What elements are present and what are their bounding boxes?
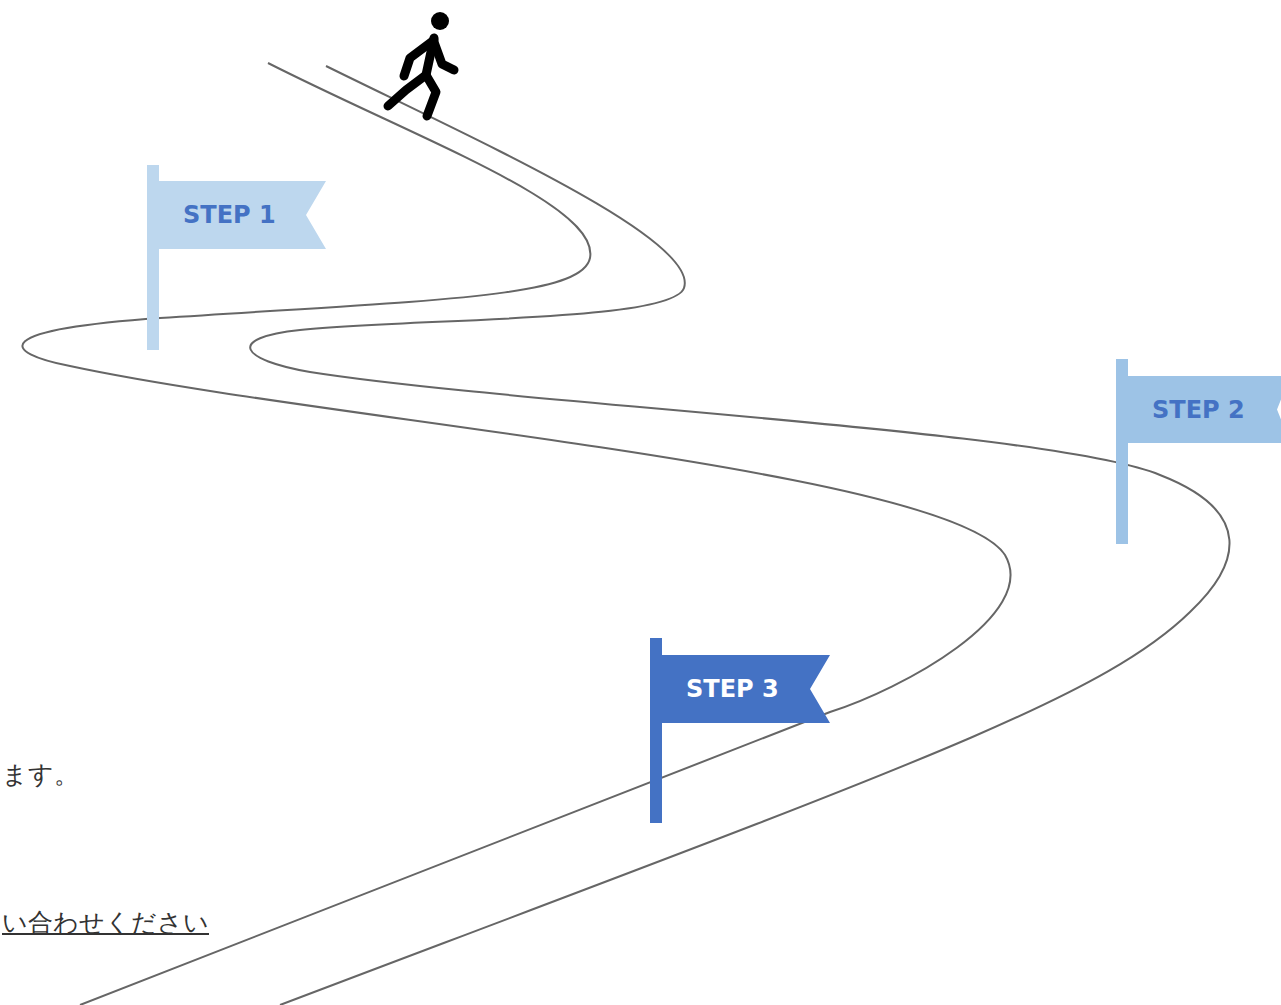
- flag-pole: [650, 638, 662, 823]
- flag-pole: [1116, 359, 1128, 544]
- step-flag: STEP 1: [159, 181, 326, 249]
- walking-person: [388, 12, 454, 116]
- step-label: STEP 3: [686, 675, 779, 703]
- road-edge: [22, 63, 1010, 1005]
- note-text: ます。: [2, 758, 79, 791]
- step-label: STEP 1: [183, 201, 276, 229]
- flag-pole: [147, 165, 159, 350]
- step-flag: STEP 2: [1128, 376, 1281, 443]
- step-flag: STEP 3: [662, 655, 830, 723]
- step-label: STEP 2: [1152, 396, 1245, 424]
- link-text: い合わせください: [2, 906, 209, 939]
- road-edge: [250, 66, 1229, 1005]
